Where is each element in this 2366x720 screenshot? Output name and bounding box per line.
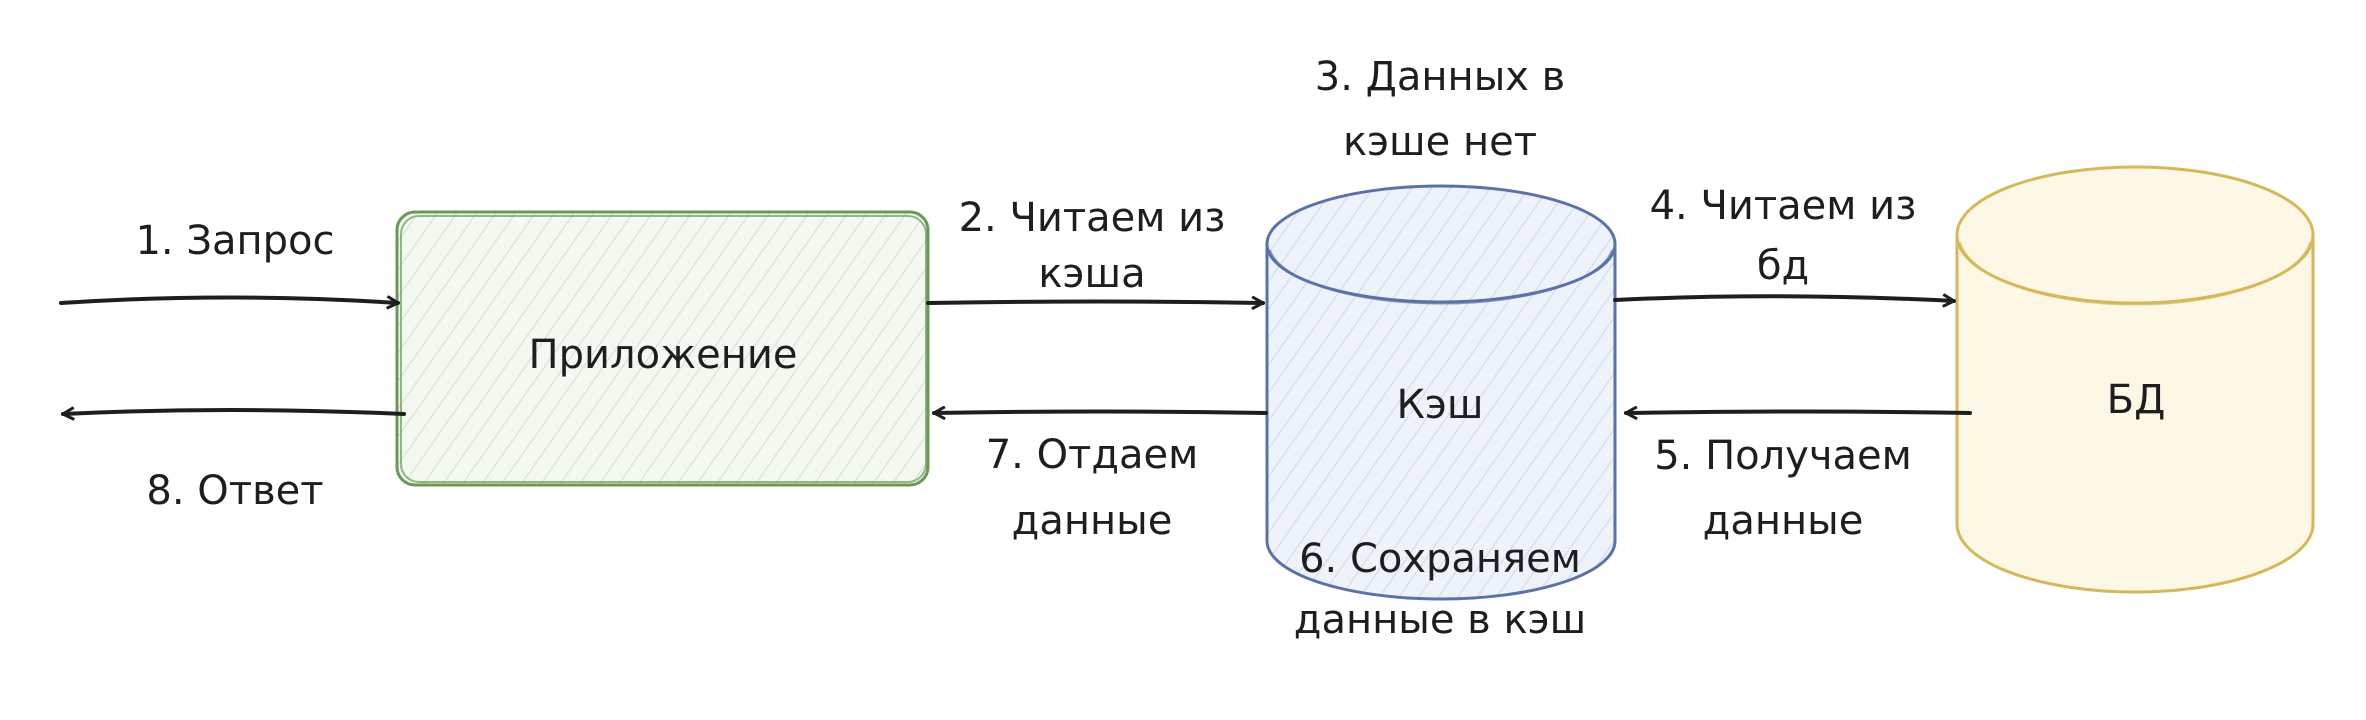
response-arrow bbox=[63, 410, 406, 414]
read-cache-arrow bbox=[926, 302, 1263, 304]
return-data-label-1: 7. Отдаем bbox=[986, 432, 1199, 478]
cache-miss-label-1: 3. Данных в bbox=[1315, 54, 1566, 100]
db-label: БД bbox=[2107, 377, 2166, 423]
save-cache-label-1: 6. Сохраняем bbox=[1299, 536, 1581, 582]
app-node: Приложение bbox=[395, 210, 930, 487]
read-db-label-2: бд bbox=[1757, 243, 1809, 289]
request-arrow bbox=[59, 298, 398, 304]
app-label: Приложение bbox=[529, 332, 798, 378]
cache-miss-label-2: кэше нет bbox=[1343, 119, 1537, 165]
save-cache-label-2: данные в кэш bbox=[1294, 597, 1586, 643]
get-data-label-2: данные bbox=[1703, 498, 1864, 544]
cache-node: Кэш bbox=[1265, 184, 1617, 601]
return-data-arrow bbox=[934, 412, 1268, 414]
read-cache-label-1: 2. Читаем из bbox=[959, 195, 1226, 241]
request-label: 1. Запрос bbox=[135, 218, 334, 264]
read-cache-label-2: кэша bbox=[1038, 251, 1145, 297]
read-db-label-1: 4. Читаем из bbox=[1650, 183, 1917, 229]
db-node: БД bbox=[1955, 165, 2315, 594]
read-db-arrow bbox=[1613, 296, 1954, 301]
return-data-label-2: данные bbox=[1012, 498, 1173, 544]
get-data-label-1: 5. Получаем bbox=[1654, 433, 1912, 479]
get-data-arrow bbox=[1626, 412, 1972, 414]
cache-label: Кэш bbox=[1397, 382, 1484, 428]
response-label: 8. Ответ bbox=[146, 468, 323, 514]
